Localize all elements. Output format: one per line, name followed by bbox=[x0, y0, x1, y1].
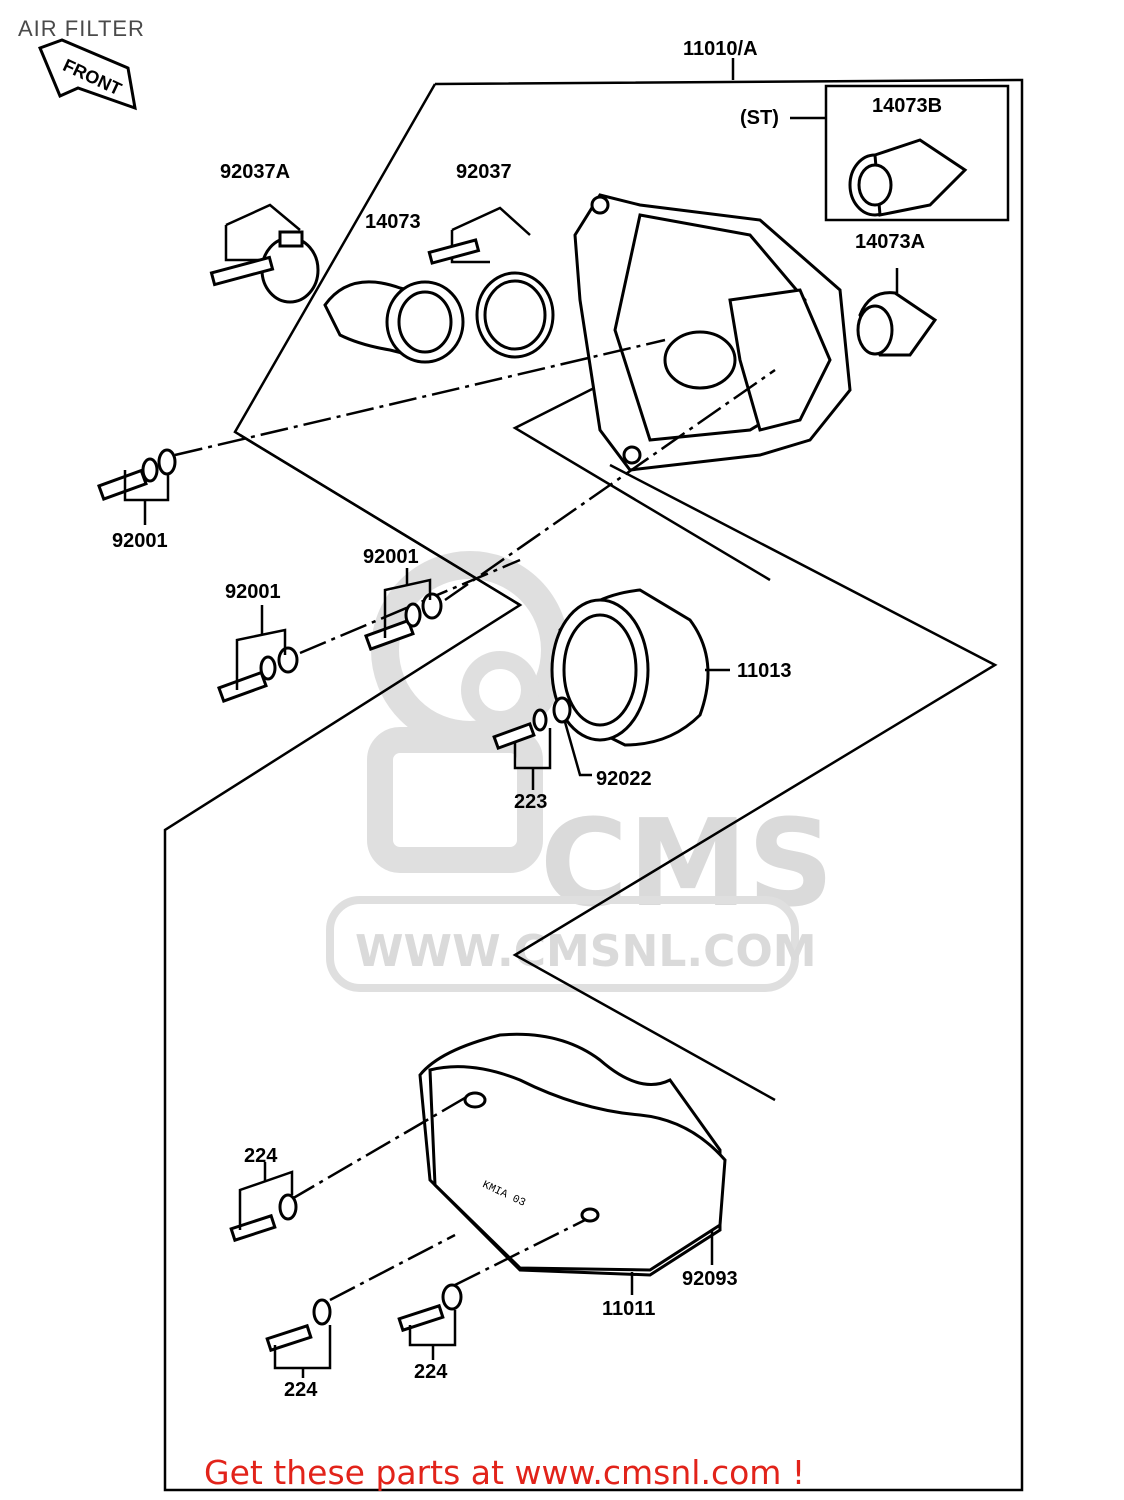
air-box-housing-part bbox=[573, 193, 852, 472]
label-92001-b: 92001 bbox=[225, 581, 281, 603]
label-14073a: 14073A bbox=[855, 231, 925, 253]
label-223: 223 bbox=[514, 791, 547, 813]
air-box-cover-11011-part: KMIA 03 bbox=[289, 1032, 727, 1302]
air-filter-element-11013-part bbox=[550, 588, 730, 747]
bolt-92001-b-part bbox=[217, 558, 521, 704]
duct-14073b-part bbox=[848, 138, 968, 217]
label-224-a: 224 bbox=[244, 1145, 278, 1167]
label-st: (ST) bbox=[740, 107, 779, 129]
watermark-url: WWW.CMSNL.COM bbox=[355, 926, 817, 977]
label-224-c: 224 bbox=[414, 1361, 448, 1383]
clamp-92037a-part bbox=[209, 203, 320, 304]
label-92037: 92037 bbox=[456, 161, 512, 183]
page-title: AIR FILTER bbox=[18, 16, 145, 41]
label-11013: 11013 bbox=[737, 660, 792, 682]
label-92001-c: 92001 bbox=[363, 546, 419, 568]
label-11010a: 11010/A bbox=[683, 38, 758, 60]
bolt-92001-a-part bbox=[97, 338, 666, 525]
screw-224-a-part bbox=[229, 1162, 298, 1243]
assembly-frame bbox=[163, 58, 1024, 1492]
cmsnl-parts-link[interactable]: Get these parts at www.cmsnl.com ! bbox=[204, 1453, 806, 1492]
label-92093: 92093 bbox=[682, 1268, 738, 1290]
cmsnl-watermark: CMS WWW.CMSNL.COM bbox=[326, 551, 834, 992]
label-224-b: 224 bbox=[284, 1379, 318, 1401]
washer-92022-part bbox=[552, 696, 592, 777]
bolt-92001-c-part bbox=[364, 368, 776, 652]
duct-14073a-part bbox=[856, 268, 938, 357]
label-11011: 11011 bbox=[602, 1298, 655, 1320]
duct-14073-part bbox=[323, 280, 465, 364]
front-direction-arrow: FRONT bbox=[38, 38, 137, 111]
screw-224-b-part bbox=[265, 1298, 332, 1378]
label-14073: 14073 bbox=[365, 211, 421, 233]
label-92022: 92022 bbox=[596, 768, 652, 790]
label-92001-a: 92001 bbox=[112, 530, 168, 552]
clamp-92037-part bbox=[427, 206, 555, 359]
screw-224-c-part bbox=[397, 1283, 463, 1360]
label-14073b: 14073B bbox=[872, 95, 942, 117]
screw-223-part bbox=[492, 708, 552, 790]
label-92037a: 92037A bbox=[220, 161, 290, 183]
st-variant-box bbox=[790, 84, 1010, 222]
